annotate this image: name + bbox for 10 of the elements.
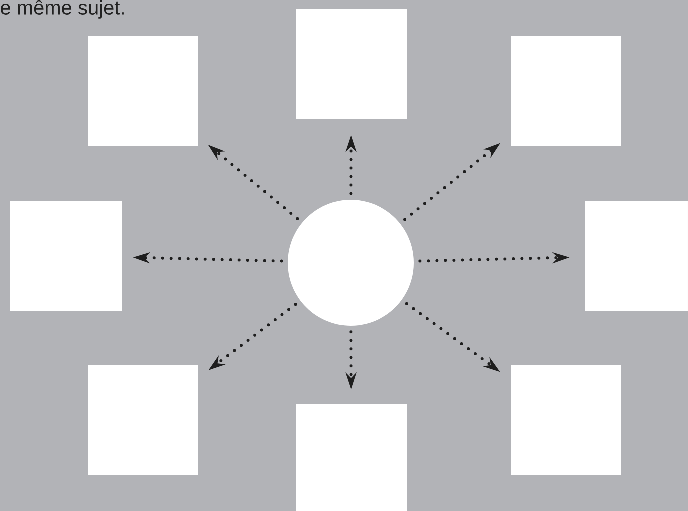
square-box bbox=[585, 201, 688, 311]
square-box bbox=[88, 36, 198, 146]
square-box bbox=[88, 364, 198, 475]
square-box bbox=[296, 404, 407, 511]
caption-text: e même sujet. bbox=[1, 0, 124, 19]
square-box bbox=[511, 364, 621, 475]
square-box bbox=[10, 201, 122, 311]
square-box bbox=[511, 36, 621, 146]
circle bbox=[288, 200, 414, 326]
square-box bbox=[296, 9, 407, 119]
